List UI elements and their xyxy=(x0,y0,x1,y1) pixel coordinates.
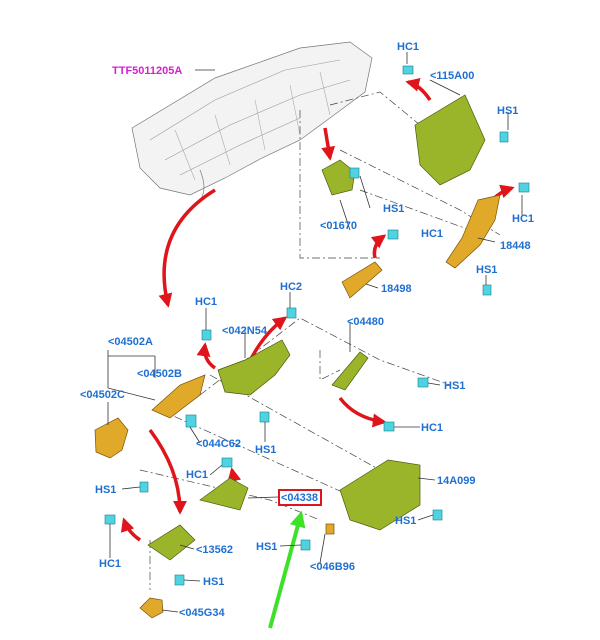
label-hs1-042n54[interactable]: HS1 xyxy=(255,444,276,456)
part-04502c-bracket xyxy=(94,417,129,459)
part-04338-bracket xyxy=(199,477,249,511)
label-14a099[interactable]: 14A099 xyxy=(437,475,476,487)
label-044c62[interactable]: <044C62 xyxy=(196,438,241,450)
part-042n54-bracket xyxy=(217,339,291,396)
highlight-box-04338 xyxy=(278,489,322,506)
label-hs1-04502c[interactable]: HS1 xyxy=(95,484,116,496)
label-hc1-top[interactable]: HC1 xyxy=(397,41,419,53)
label-04502b[interactable]: <04502B xyxy=(137,368,182,380)
label-01670[interactable]: <01670 xyxy=(320,220,357,232)
green-pointer-arrow xyxy=(268,510,306,629)
label-hc1-13562[interactable]: HC1 xyxy=(99,558,121,570)
part-044c62-clip xyxy=(185,414,197,428)
label-045g34[interactable]: <045G34 xyxy=(179,607,225,619)
main-part-number: TTF5011205A xyxy=(112,65,182,77)
label-13562[interactable]: <13562 xyxy=(196,544,233,556)
label-042n54[interactable]: <042N54 xyxy=(222,325,268,337)
label-hs1-04480[interactable]: HS1 xyxy=(444,380,465,392)
label-hs1-14a099[interactable]: HS1 xyxy=(395,515,416,527)
part-045g34-pad xyxy=(139,597,164,619)
part-13562-bracket xyxy=(147,524,196,561)
fastener-clips xyxy=(104,65,530,586)
part-04480-bracket xyxy=(331,351,369,391)
label-hs1-01670[interactable]: HS1 xyxy=(383,203,404,215)
label-04338[interactable]: <04338 xyxy=(281,492,318,504)
label-115a00[interactable]: <115A00 xyxy=(430,70,474,82)
part-04502b-bracket xyxy=(151,374,206,419)
label-18498[interactable]: 18498 xyxy=(381,283,412,295)
label-04502c[interactable]: <04502C xyxy=(80,389,125,401)
label-hc2[interactable]: HC2 xyxy=(280,281,302,293)
label-hs1-18448[interactable]: HS1 xyxy=(476,264,497,276)
part-046b96-plug xyxy=(325,523,335,535)
leader-lines xyxy=(107,52,523,613)
part-18498-bracket xyxy=(341,261,383,299)
label-hs1-115a00[interactable]: HS1 xyxy=(497,105,518,117)
label-04502a[interactable]: <04502A xyxy=(108,336,153,348)
label-hs1-13562[interactable]: HS1 xyxy=(203,576,224,588)
part-14a099-bracket xyxy=(339,459,421,531)
label-hc1-04480[interactable]: HC1 xyxy=(421,422,443,434)
part-18448-bracket xyxy=(445,194,501,269)
label-046b96[interactable]: <046B96 xyxy=(310,561,355,573)
label-hc1-042n54[interactable]: HC1 xyxy=(195,296,217,308)
label-hc1-18498[interactable]: HC1 xyxy=(421,228,443,240)
part-115a00-panel xyxy=(414,94,486,186)
label-hs1-046b96[interactable]: HS1 xyxy=(256,541,277,553)
label-18448[interactable]: 18448 xyxy=(500,240,531,252)
label-04480[interactable]: <04480 xyxy=(347,316,384,328)
dashboard-frame-drawing xyxy=(131,41,373,201)
label-hc1-04338[interactable]: HC1 xyxy=(186,469,208,481)
label-hc1-18448[interactable]: HC1 xyxy=(512,213,534,225)
part-01670-bracket xyxy=(321,159,356,196)
